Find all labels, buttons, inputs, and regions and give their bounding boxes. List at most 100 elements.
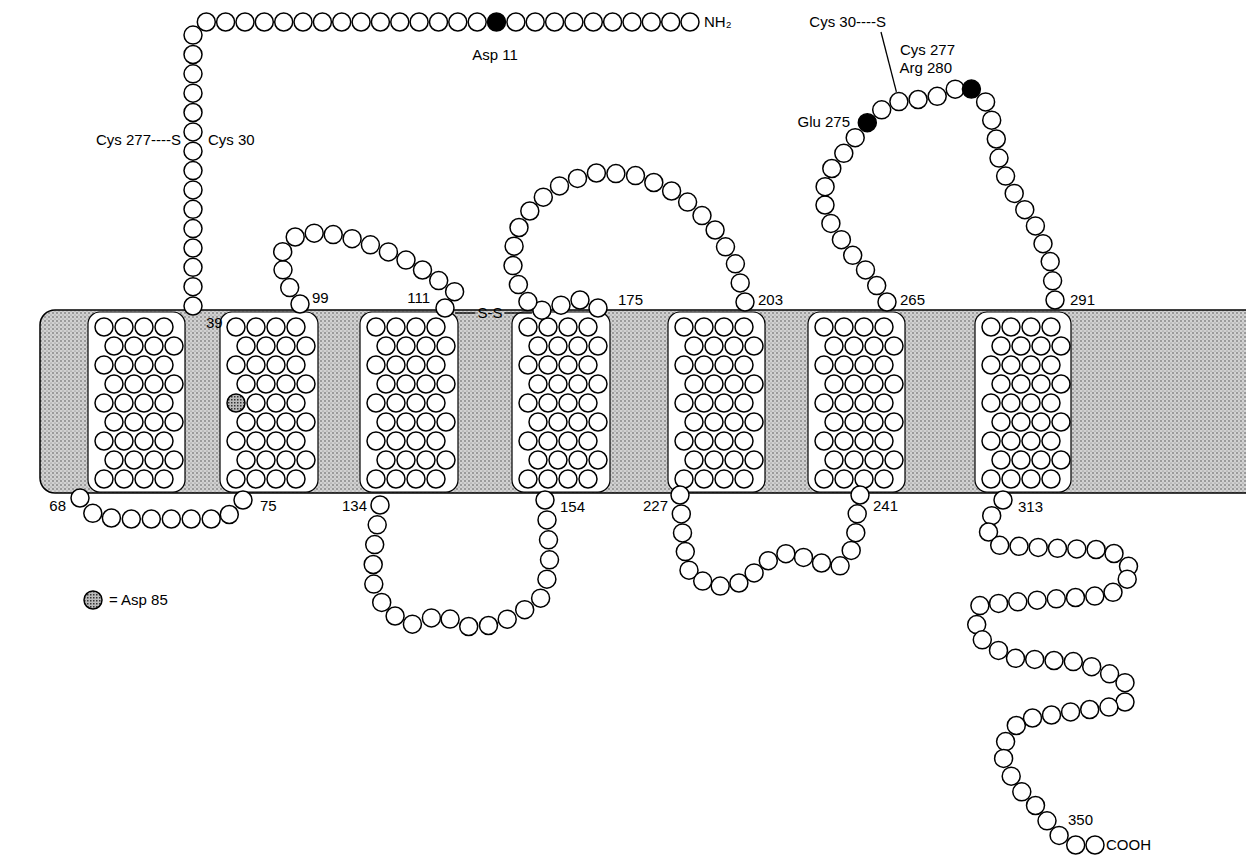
residue-circle [1100, 698, 1118, 716]
residue-circle [694, 572, 712, 590]
residue-circle [184, 104, 202, 122]
residue-circle [815, 318, 833, 336]
residue-circle [1042, 432, 1060, 450]
position-number: 68 [49, 497, 66, 515]
residue-circle [529, 375, 547, 393]
residue-circle [105, 413, 123, 431]
residue-circle [997, 167, 1015, 185]
residue-circle [1029, 538, 1047, 556]
residue-circle [674, 524, 692, 542]
residue-circle [519, 293, 537, 311]
residue-circle [982, 356, 1000, 374]
residue-circle [726, 255, 744, 273]
residue-circle [875, 470, 893, 488]
residue-circle [227, 470, 245, 488]
residue-circle [247, 470, 265, 488]
residue-circle [855, 356, 873, 374]
residue-circle [745, 451, 763, 469]
residue-circle [367, 318, 385, 336]
residue-circle [125, 375, 143, 393]
residue-circle [184, 46, 202, 64]
residue-circle [715, 318, 733, 336]
residue-circle [671, 486, 689, 504]
residue-circle [437, 451, 455, 469]
residue-circle [715, 470, 733, 488]
residue-circle [1042, 356, 1060, 374]
residue-circle [777, 545, 795, 563]
residue-circle [848, 505, 866, 523]
residue-circle [366, 536, 384, 554]
residue-circle [286, 228, 304, 246]
residue-circle [962, 80, 980, 98]
residue-circle [397, 451, 415, 469]
residue-circle [519, 432, 537, 450]
residue-circle [184, 26, 202, 44]
bond-line [881, 32, 896, 92]
residue-circle [579, 394, 597, 412]
residue-circle [1044, 272, 1062, 290]
position-number: 99 [312, 289, 329, 307]
residue-circle [367, 356, 385, 374]
residue-circle [857, 261, 875, 279]
residue-circle [695, 470, 713, 488]
residue-circle [990, 594, 1008, 612]
residue-circle [706, 221, 724, 239]
residue-circle [437, 413, 455, 431]
membrane-band [40, 310, 1246, 493]
residue-circle [165, 337, 183, 355]
residue-circle [685, 337, 703, 355]
residue-circle [1028, 591, 1046, 609]
residue-circle [184, 162, 202, 180]
residue-circle [165, 375, 183, 393]
residue-circle [274, 261, 292, 279]
residue-circle [427, 394, 445, 412]
residue-circle [623, 13, 641, 31]
residue-circle [414, 261, 432, 279]
residue-circle [745, 375, 763, 393]
residue-circle [569, 413, 587, 431]
residue-circle [579, 470, 597, 488]
residue-circle [287, 318, 305, 336]
residue-circle [1007, 717, 1025, 735]
residue-circle [1042, 470, 1060, 488]
helix-box [88, 312, 185, 492]
residue-circle [875, 318, 893, 336]
disulfide-label: S-S [478, 304, 503, 322]
residue-circle [994, 491, 1012, 509]
residue-circle [725, 375, 743, 393]
helix-box [360, 312, 458, 492]
residue-circle [277, 337, 295, 355]
residue-circle [569, 451, 587, 469]
bond-group [455, 32, 896, 313]
residue-circle [407, 356, 425, 374]
residue-circle [990, 641, 1008, 659]
residue-circle [277, 375, 295, 393]
residue-circle [579, 356, 597, 374]
residue-circle [122, 510, 140, 528]
bond-line [455, 312, 475, 313]
residue-circle [287, 394, 305, 412]
residue-circle [387, 394, 405, 412]
residue-circle [115, 356, 133, 374]
residue-circle [427, 318, 445, 336]
residue-circle [227, 356, 245, 374]
residue-circle [1034, 235, 1052, 253]
residue-circle [847, 524, 865, 542]
residue-circle [538, 511, 556, 529]
residue-circle [324, 226, 342, 244]
helix-box [512, 312, 610, 492]
residue-circle [387, 356, 405, 374]
residue-circle [521, 202, 539, 220]
residue-circle [1022, 394, 1040, 412]
residue-circle [735, 394, 753, 412]
residue-circle [291, 295, 309, 313]
residue-circle [427, 356, 445, 374]
residue-circle [407, 432, 425, 450]
residue-circle [519, 394, 537, 412]
residue-circle [835, 356, 853, 374]
residue-circle [377, 337, 395, 355]
residue-circle [845, 375, 863, 393]
residue-circle [685, 451, 703, 469]
residue-circle [274, 243, 292, 261]
